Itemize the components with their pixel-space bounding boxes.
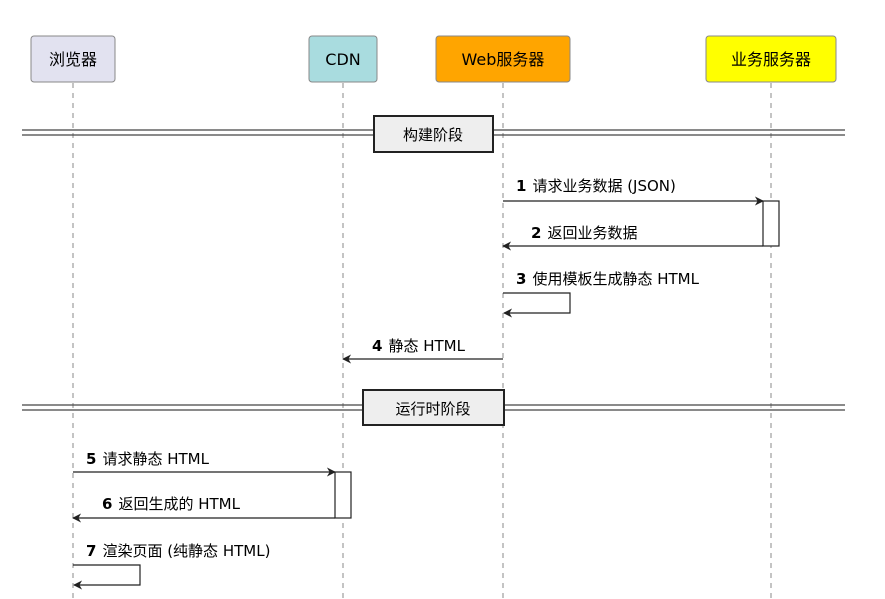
message-number: 1	[516, 177, 526, 195]
message-4: 4 静态 HTML	[342, 337, 503, 364]
message-number: 5	[86, 450, 96, 468]
message-text: 使用模板生成静态 HTML	[532, 270, 699, 288]
message-text: 返回业务数据	[547, 224, 637, 242]
message-7-self: 7 渲染页面 (纯静态 HTML)	[73, 542, 270, 590]
message-text: 请求静态 HTML	[102, 450, 209, 468]
activation-business-server	[762, 200, 780, 247]
participant-label: CDN	[325, 50, 360, 69]
message-2: 2 返回业务数据	[502, 224, 763, 251]
message-1: 1 请求业务数据 (JSON)	[503, 177, 764, 206]
section-build: 构建阶段	[22, 115, 845, 153]
message-text: 请求业务数据 (JSON)	[532, 177, 675, 195]
svg-text:4静态 HTML: 4 静态 HTML	[372, 337, 466, 355]
message-5: 5 请求静态 HTML	[73, 450, 336, 477]
message-number: 4	[372, 337, 382, 355]
activation-cdn	[334, 471, 352, 519]
message-number: 7	[86, 542, 96, 560]
message-6: 6 返回生成的 HTML	[72, 495, 335, 523]
message-number: 2	[531, 224, 541, 242]
participant-cdn: CDN	[308, 35, 378, 83]
participant-browser: 浏览器	[30, 35, 116, 83]
section-label: 运行时阶段	[395, 400, 470, 418]
participant-label: Web服务器	[462, 50, 545, 69]
message-3-self: 3 使用模板生成静态 HTML	[503, 270, 700, 318]
participant-web-server: Web服务器	[435, 35, 571, 83]
message-text: 静态 HTML	[388, 337, 465, 355]
participant-label: 业务服务器	[731, 50, 811, 69]
section-runtime: 运行时阶段	[22, 389, 845, 426]
message-text: 渲染页面 (纯静态 HTML)	[102, 542, 270, 560]
message-text: 返回生成的 HTML	[118, 495, 240, 513]
message-number: 3	[516, 270, 526, 288]
participant-label: 浏览器	[49, 50, 97, 69]
section-label: 构建阶段	[403, 126, 463, 144]
participant-business-server: 业务服务器	[705, 35, 837, 83]
message-number: 6	[102, 495, 112, 513]
